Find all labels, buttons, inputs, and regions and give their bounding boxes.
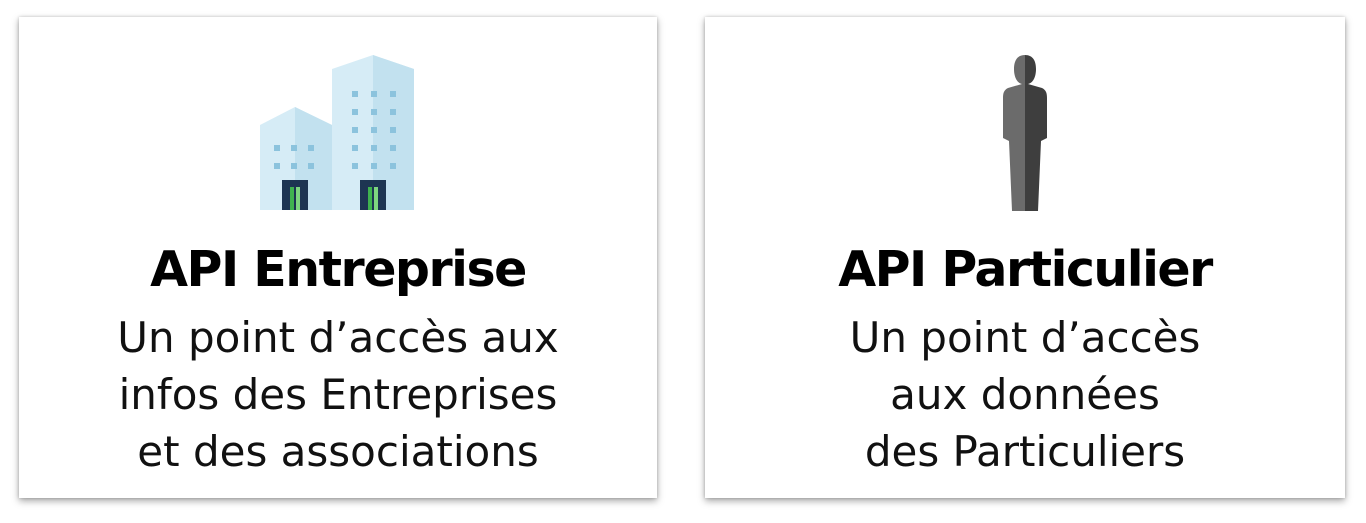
card-description: Un point d’accès aux données des Particu… [705,309,1345,480]
card-description: Un point d’accès aux infos des Entrepris… [19,309,657,480]
card-description-line: aux données [890,370,1160,419]
card-description-line: et des associations [137,427,539,476]
person-silhouette-icon [705,35,1345,212]
card-description-line: Un point d’accès [849,313,1201,362]
api-particulier-card[interactable]: API Particulier Un point d’accès aux don… [705,17,1345,498]
card-description-line: des Particuliers [864,427,1186,476]
buildings-icon [19,35,657,212]
card-description-line: infos des Entreprises [118,370,558,419]
card-description-line: Un point d’accès aux [117,313,559,362]
api-entreprise-card[interactable]: API Entreprise Un point d’accès aux info… [19,17,657,498]
card-title: API Entreprise [150,241,527,298]
card-title: API Particulier [838,241,1213,298]
